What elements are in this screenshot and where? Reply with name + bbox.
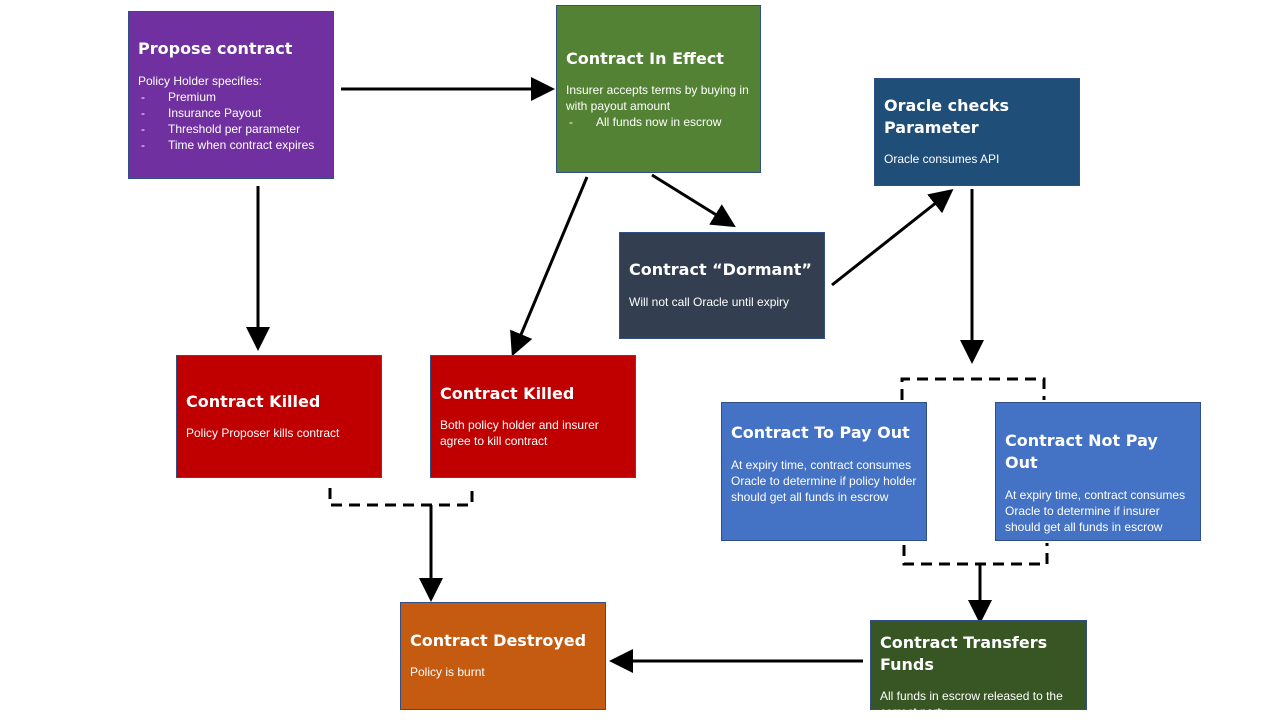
list-item: Threshold per parameter bbox=[138, 121, 324, 137]
node-body: Both policy holder and insurer agree to … bbox=[440, 418, 599, 448]
node-body: Policy Holder specifies: bbox=[138, 74, 263, 88]
node-body: Insurer accepts terms by buying in with … bbox=[566, 83, 749, 113]
node-title: Contract In Effect bbox=[566, 49, 724, 68]
node-title: Contract To Pay Out bbox=[731, 423, 910, 442]
arrow-effect-to-dormant bbox=[651, 173, 736, 228]
node-body: At expiry time, contract consumes Oracle… bbox=[1005, 488, 1186, 534]
node-list: All funds now in escrow bbox=[566, 114, 751, 130]
node-title: Oracle checks Parameter bbox=[884, 96, 1010, 137]
contract-destroyed-node: Contract Destroyed Policy is burnt bbox=[400, 602, 606, 710]
arrow-dormant-to-oracle bbox=[831, 188, 954, 287]
node-body: Oracle consumes API bbox=[884, 152, 1000, 166]
node-title: Contract Transfers Funds bbox=[880, 633, 1048, 674]
oracle-checks-node: Oracle checks Parameter Oracle consumes … bbox=[874, 78, 1080, 186]
node-title: Contract Killed bbox=[440, 384, 575, 403]
bracket-oracle-split bbox=[900, 377, 1046, 400]
list-item: Premium bbox=[138, 89, 324, 105]
list-item: Time when contract expires bbox=[138, 137, 324, 153]
contract-dormant-node: Contract “Dormant” Will not call Oracle … bbox=[619, 232, 825, 339]
arrow-effect-to-killed bbox=[510, 176, 589, 357]
node-body: Will not call Oracle until expiry bbox=[629, 295, 790, 309]
node-title: Contract Killed bbox=[186, 392, 321, 411]
node-title: Propose contract bbox=[138, 39, 293, 58]
contract-killed-proposer-node: Contract Killed Policy Proposer kills co… bbox=[176, 355, 382, 478]
bracket-killed-merge bbox=[328, 484, 474, 507]
contract-in-effect-node: Contract In Effect Insurer accepts terms… bbox=[556, 5, 761, 173]
contract-not-pay-out-node: Contract Not Pay Out At expiry time, con… bbox=[995, 402, 1201, 541]
bracket-outcomes-merge bbox=[902, 543, 1049, 566]
node-body: All funds in escrow released to the corr… bbox=[880, 689, 1063, 719]
node-body: Policy Proposer kills contract bbox=[186, 426, 340, 440]
node-title: Contract “Dormant” bbox=[629, 260, 812, 279]
contract-transfers-funds-node: Contract Transfers Funds All funds in es… bbox=[870, 620, 1087, 719]
contract-killed-mutual-node: Contract Killed Both policy holder and i… bbox=[430, 355, 636, 478]
list-item: Insurance Payout bbox=[138, 105, 324, 121]
list-item: All funds now in escrow bbox=[566, 114, 751, 130]
node-body: Policy is burnt bbox=[410, 665, 485, 679]
contract-to-pay-out-node: Contract To Pay Out At expiry time, cont… bbox=[721, 402, 927, 541]
node-list: Premium Insurance Payout Threshold per p… bbox=[138, 89, 324, 153]
node-title: Contract Not Pay Out bbox=[1005, 431, 1158, 472]
node-body: At expiry time, contract consumes Oracle… bbox=[731, 458, 917, 504]
node-title: Contract Destroyed bbox=[410, 631, 587, 650]
propose-contract-node: Propose contract Policy Holder specifies… bbox=[128, 11, 334, 179]
